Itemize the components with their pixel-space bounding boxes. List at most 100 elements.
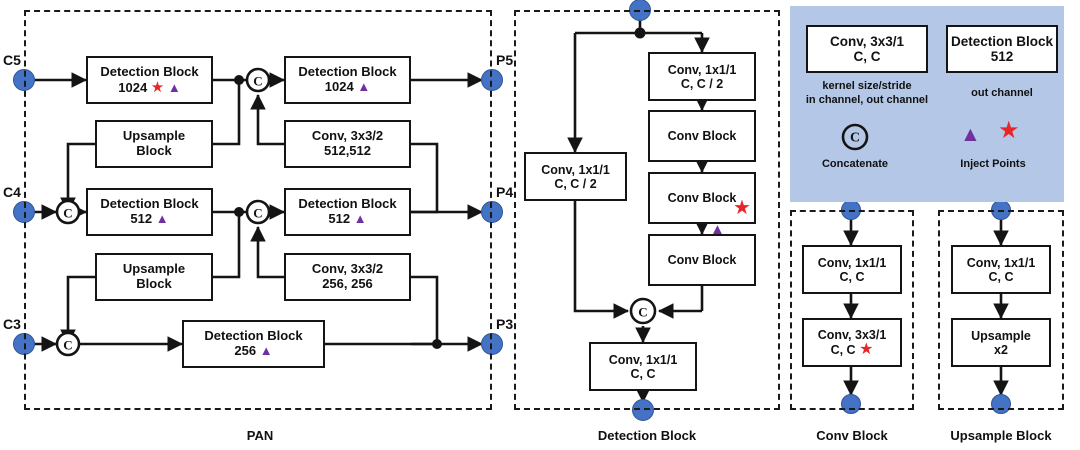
port-label-p3: P3 — [496, 316, 514, 332]
upsample-block-conv-1x1[interactable]: Conv, 1x1/1 C, C — [951, 245, 1051, 294]
block-line1: Conv, 1x1/1 — [667, 62, 737, 77]
block-line2-row: C, C ★ — [830, 340, 874, 358]
block-line2: Block — [136, 143, 172, 158]
block-line2-row: 256 ▲ — [234, 343, 273, 359]
conv-block-conv-1x1[interactable]: Conv, 1x1/1 C, C — [802, 245, 902, 294]
legend-conv-caption-line1: kernel size/stride — [822, 80, 912, 92]
triangle-icon: ▲ — [357, 79, 371, 94]
pan-detection-block-512-p4[interactable]: Detection Block 512 ▲ — [284, 188, 411, 236]
port-label-p4: P4 — [496, 184, 514, 200]
legend-conv-example-box: Conv, 3x3/1 C, C — [806, 25, 928, 73]
block-line2-row: 512 ▲ — [130, 211, 169, 227]
legend-concat-icon: C — [841, 123, 869, 151]
block-line2-row: 1024 ★ ▲ — [118, 80, 181, 96]
pan-conv-3x3-256[interactable]: Conv, 3x3/2 256, 256 — [284, 253, 411, 301]
legend-conv-caption-line2: in channel, out channel — [805, 93, 929, 106]
block-line2: Block — [136, 276, 172, 291]
block-line2: 256 — [234, 343, 257, 358]
conv-block-group-label: Conv Block — [816, 428, 888, 443]
svg-text:C: C — [63, 338, 72, 353]
block-line2: C, C — [839, 269, 865, 284]
block-line1: Conv Block — [667, 253, 737, 267]
svg-text:C: C — [638, 305, 647, 320]
detection-block-group-frame — [514, 10, 780, 410]
block-line2: C, C / 2 — [554, 176, 597, 191]
legend-star-icon: ★ — [998, 117, 1020, 144]
pan-detection-block-256-c3[interactable]: Detection Block 256 ▲ — [182, 320, 325, 368]
block-line1: Conv, 3x3/1 — [817, 327, 887, 342]
block-line1: Conv, 1x1/1 — [817, 255, 887, 270]
block-line1: Conv, 1x1/1 — [966, 255, 1036, 270]
port-label-p5: P5 — [496, 52, 514, 68]
block-line2: C, C / 2 — [680, 76, 724, 91]
block-line2-row: 1024 ▲ — [324, 79, 371, 95]
block-line1: Conv, 3x3/2 — [311, 261, 384, 277]
detection-conv-block-2[interactable]: Conv Block — [648, 172, 756, 224]
svg-text:C: C — [253, 74, 262, 89]
block-line1: Upsample — [122, 128, 186, 144]
detection-conv-block-3[interactable]: Conv Block — [648, 234, 756, 286]
pan-group-label: PAN — [246, 428, 274, 443]
pan-upsample-block-top[interactable]: Upsample Block — [95, 120, 213, 168]
conv-block-conv-3x3[interactable]: Conv, 3x3/1 C, C ★ — [802, 318, 902, 367]
block-line2: 512,512 — [324, 143, 371, 158]
block-line2-row: 512 ▲ — [328, 211, 367, 227]
legend-concat-caption: Concatenate — [821, 158, 889, 170]
block-line1: Detection Block — [100, 63, 199, 79]
block-line2: 256, 256 — [322, 276, 373, 291]
block-line1: Upsample — [971, 328, 1031, 343]
triangle-icon: ▲ — [353, 211, 367, 226]
detection-out-conv-1x1[interactable]: Conv, 1x1/1 C, C — [589, 342, 697, 391]
detection-block-group-label: Detection Block — [597, 428, 697, 443]
pan-upsample-block-bottom[interactable]: Upsample Block — [95, 253, 213, 301]
star-icon: ★ — [859, 340, 874, 358]
upsample-block-group-frame — [938, 210, 1064, 410]
block-line1: Detection Block — [100, 196, 199, 212]
legend-detection-line2: 512 — [990, 49, 1014, 64]
block-line1: Conv, 1x1/1 — [541, 162, 610, 177]
svg-text:C: C — [63, 206, 72, 221]
conv-block-group-frame — [790, 210, 914, 410]
star-icon: ★ — [150, 78, 165, 96]
pan-detection-block-1024-c5[interactable]: Detection Block 1024 ★ ▲ — [86, 56, 213, 104]
svg-text:C: C — [253, 206, 262, 221]
detection-conv-block-1[interactable]: Conv Block — [648, 110, 756, 162]
block-line2: 512 — [130, 211, 153, 226]
block-line1: Conv Block — [667, 129, 737, 143]
legend-inject-caption: Inject Points — [960, 158, 1026, 170]
legend-conv-line1: Conv, 3x3/1 — [829, 33, 905, 49]
block-line1: Detection Block — [298, 196, 397, 212]
legend-detection-example-box: Detection Block 512 — [946, 25, 1058, 73]
block-line2: C, C — [630, 366, 656, 381]
upsample-block-upsample-x2[interactable]: Upsample x2 — [951, 318, 1051, 367]
detection-right-conv-1x1[interactable]: Conv, 1x1/1 C, C / 2 — [648, 52, 756, 101]
legend-detection-line1: Detection Block — [950, 33, 1054, 49]
block-line1: Conv Block — [667, 191, 737, 205]
block-line2: 1024 — [118, 79, 148, 95]
triangle-icon: ▲ — [155, 211, 169, 226]
concat-nodes — [55, 67, 657, 357]
detection-left-conv-1x1[interactable]: Conv, 1x1/1 C, C / 2 — [524, 152, 627, 201]
port-label-c5: C5 — [3, 52, 21, 68]
block-line1: Detection Block — [204, 328, 303, 344]
svg-text:C: C — [850, 131, 860, 146]
concat-labels: C C C C C — [63, 74, 647, 353]
triangle-icon: ▲ — [167, 79, 181, 95]
pan-detection-block-512-c4[interactable]: Detection Block 512 ▲ — [86, 188, 213, 236]
block-line1: Conv, 3x3/2 — [311, 128, 384, 144]
pan-group-frame — [24, 10, 492, 410]
pan-conv-3x3-512[interactable]: Conv, 3x3/2 512,512 — [284, 120, 411, 168]
block-line1: Conv, 1x1/1 — [608, 352, 678, 367]
pan-detection-block-1024-p5[interactable]: Detection Block 1024 ▲ — [284, 56, 411, 104]
legend-detection-caption: out channel — [971, 87, 1033, 99]
port-label-c4: C4 — [3, 184, 21, 200]
block-line2: C, C — [988, 269, 1014, 284]
legend-triangle-icon: ▲ — [960, 123, 981, 146]
triangle-icon: ▲ — [259, 343, 273, 358]
block-line2: C, C — [830, 342, 856, 357]
legend-conv-line2: C, C — [853, 49, 881, 64]
block-line2: 1024 — [324, 79, 354, 94]
upsample-block-group-label: Upsample Block — [950, 428, 1052, 443]
